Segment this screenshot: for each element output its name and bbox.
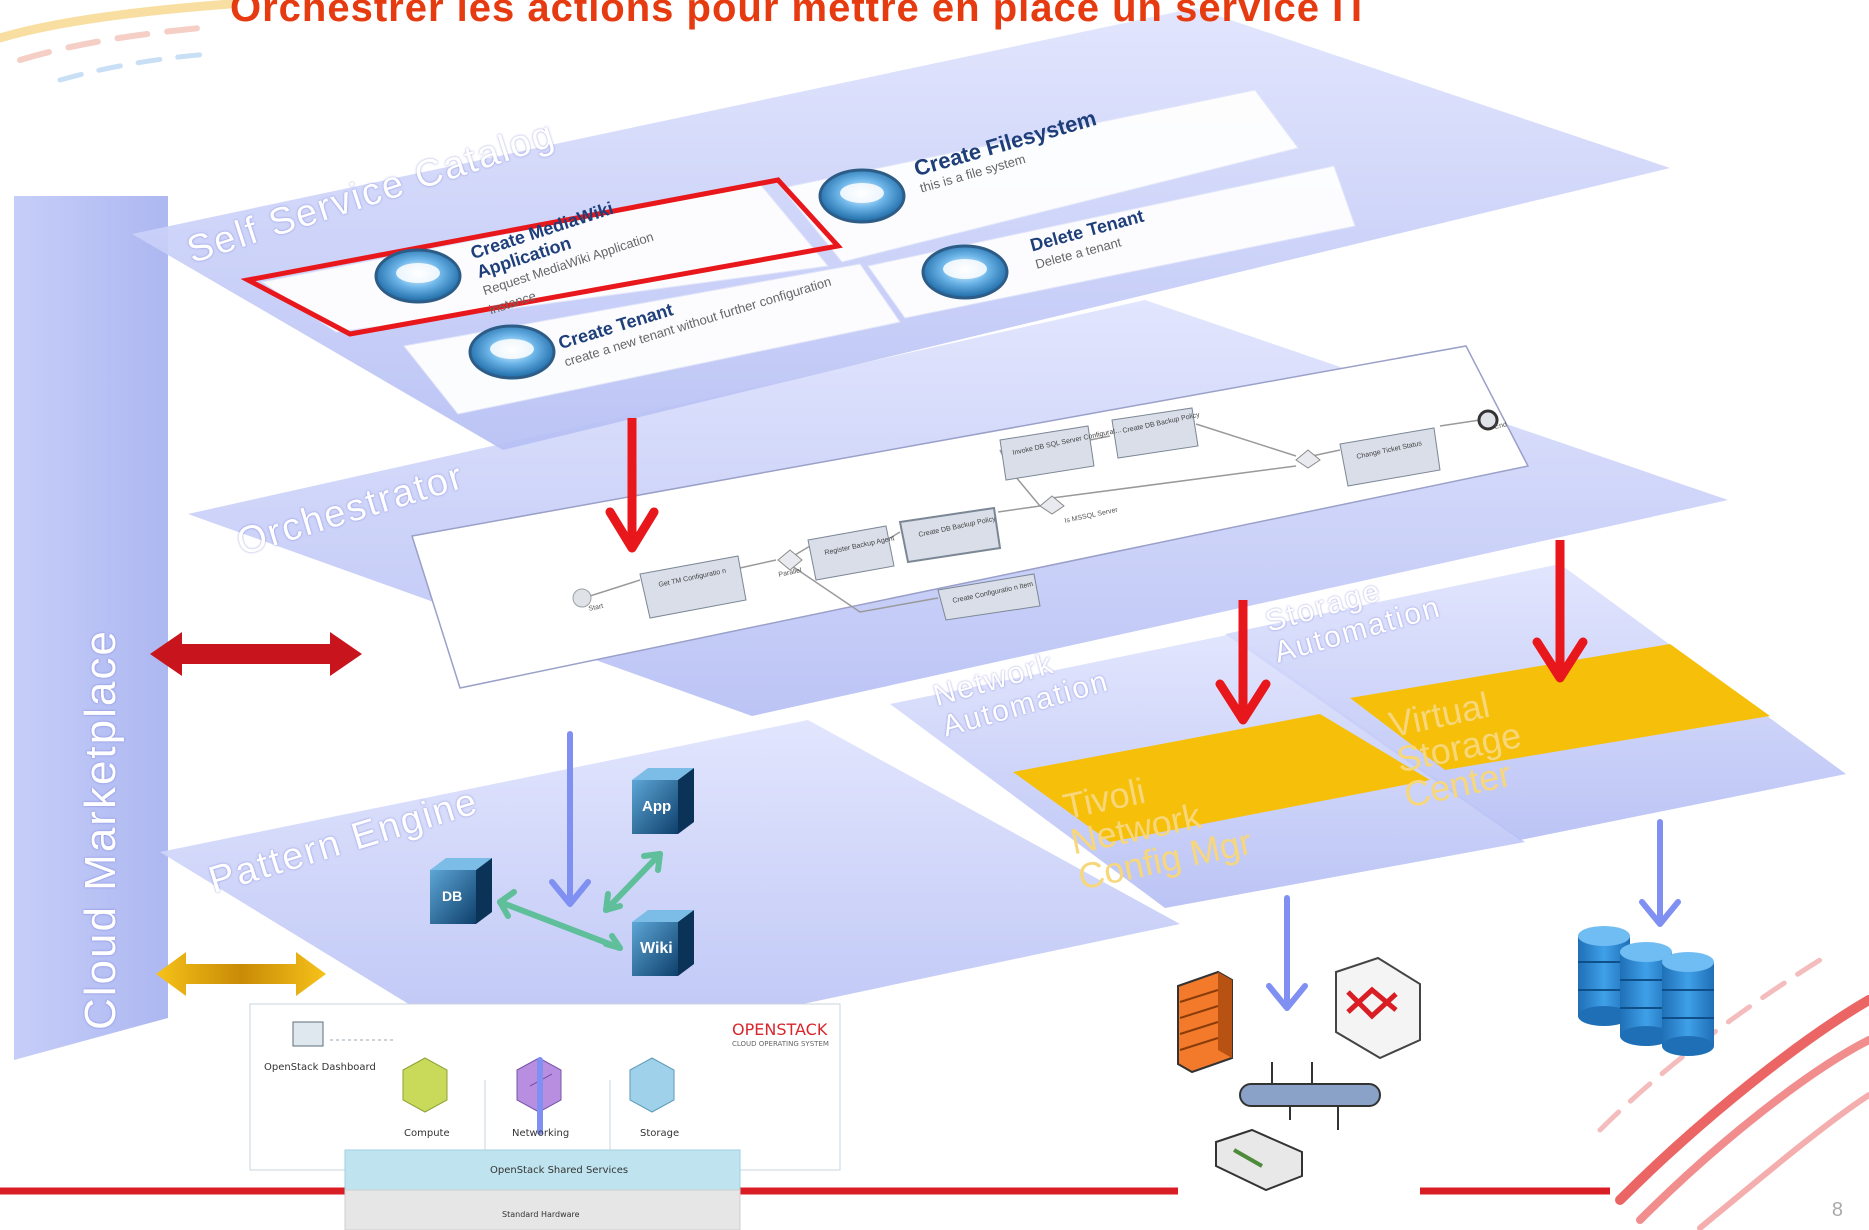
cloud-marketplace-label: Cloud Marketplace (76, 629, 125, 1030)
page-number: 8 (1831, 1199, 1843, 1221)
gold-double-arrow (156, 952, 326, 996)
pattern-engine-layer (160, 720, 1180, 1066)
card-create-filesystem (781, 89, 1299, 263)
virtual-storage-tile-label: Virtual Storage Center (1385, 682, 1532, 816)
cloud-icon (818, 168, 906, 224)
workflow-task (639, 555, 747, 619)
tivoli-tile (1013, 714, 1430, 842)
firewall-icon (1177, 970, 1233, 1074)
workflow-task (1339, 427, 1441, 487)
switch-icon (1215, 1128, 1303, 1192)
virtual-storage-tile (1350, 644, 1770, 770)
db-label: DB (442, 888, 463, 904)
cloud-icon (374, 248, 462, 304)
openstack-subtitle: CLOUD OPERATING SYSTEM (732, 1040, 829, 1048)
openstack-diagram (249, 1003, 841, 1230)
workflow-task (807, 525, 895, 581)
openstack-dashboard-label: OpenStack Dashboard (264, 1062, 376, 1073)
app-cube-icon (632, 768, 694, 834)
red-down-arrow (1532, 540, 1588, 683)
workflow-task (898, 506, 1002, 564)
blue-flow-arrow (1639, 819, 1681, 927)
pattern-connectors (497, 851, 663, 951)
app-label: App (642, 798, 672, 815)
storage-cube-icon (629, 1057, 675, 1113)
database-icon (1620, 942, 1672, 1046)
workflow-nodes (572, 407, 1499, 621)
shared-services-label: OpenStack Shared Services (490, 1165, 629, 1176)
workflow-task (937, 573, 1041, 621)
workflow-task (999, 425, 1095, 481)
wiki-cube-icon (632, 910, 694, 976)
network-bus-icon (1239, 1062, 1381, 1130)
cloud-icon (921, 244, 1009, 300)
red-down-arrow (605, 418, 659, 553)
openstack-brand: OPENSTACK (732, 1020, 828, 1039)
database-icon (1662, 952, 1714, 1056)
slide-title: Orchestrer les actions pour mettre en pl… (230, 0, 1370, 30)
compute-label: Compute (404, 1128, 450, 1139)
db-cube-icon (430, 858, 492, 924)
cloud-icon (468, 324, 556, 380)
compute-cube-icon (402, 1057, 448, 1113)
red-double-arrow (150, 632, 362, 676)
networking-label: Networking (512, 1128, 570, 1139)
decorative-swoosh-top (0, 0, 235, 83)
blue-flow-arrow (1266, 895, 1308, 1011)
storage-label: Storage (640, 1128, 680, 1139)
red-down-arrow (1215, 600, 1271, 725)
blue-flow-arrow (549, 731, 591, 907)
standard-hardware-label: Standard Hardware (502, 1210, 580, 1219)
cloud-marketplace-panel (14, 196, 168, 1060)
wiki-label: Wiki (640, 940, 673, 957)
highlight-box (240, 177, 843, 337)
router-icon (1335, 956, 1421, 1060)
workflow-task (1111, 407, 1199, 459)
